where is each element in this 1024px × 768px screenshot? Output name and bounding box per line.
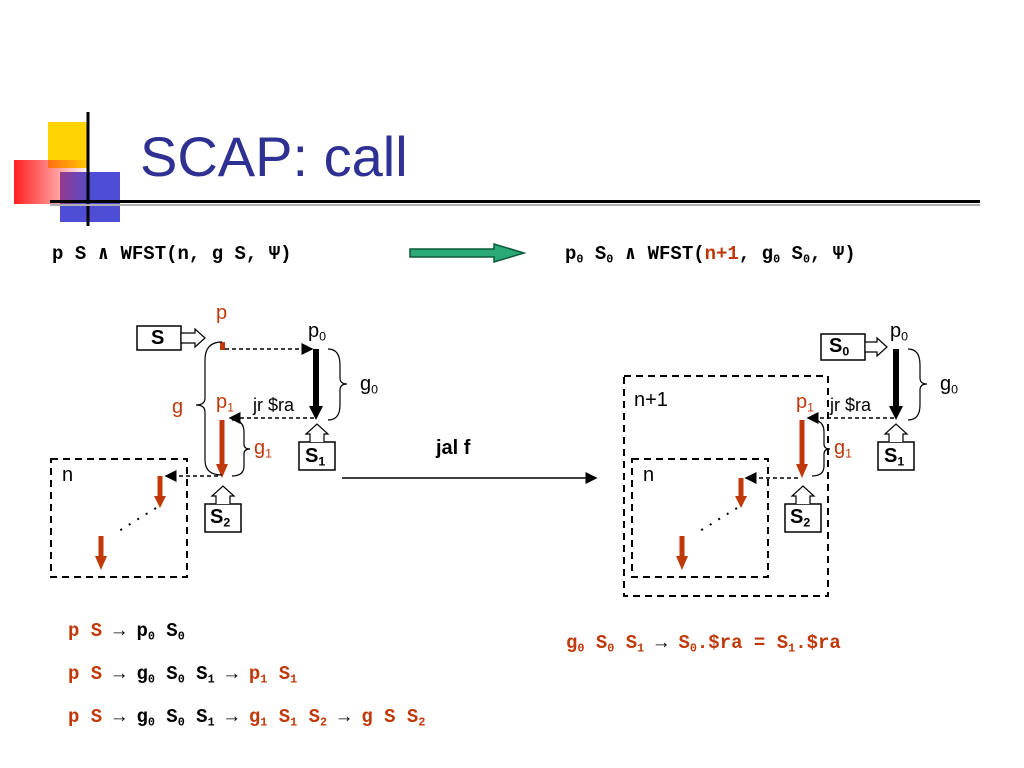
- left-inner-arrowhead1: [154, 496, 166, 508]
- right-S2-pointer: [790, 485, 816, 504]
- left-S-pointer: [180, 327, 206, 349]
- right-S0-pointer: [864, 336, 888, 358]
- right-S1-label: S1: [884, 445, 905, 469]
- right-n-frame: [631, 458, 769, 578]
- left-S-box: [136, 325, 182, 351]
- left-g0-brace: [327, 348, 348, 421]
- right-n1-frame: [623, 375, 829, 597]
- left-p0-arrowhead: [309, 406, 323, 420]
- right-p0-label: p0: [890, 320, 909, 344]
- left-n-frame: [50, 458, 188, 578]
- right-g0-label: g0: [940, 373, 959, 397]
- jal-label: jal f: [436, 437, 471, 459]
- left-p0-label: p0: [308, 320, 327, 344]
- right-S0-label: S0: [829, 335, 850, 359]
- right-S0-box: [820, 333, 866, 361]
- formula-wfst: WFST(n+1, g0 S0, Ψ): [647, 243, 856, 267]
- left-S2-pointer: [210, 485, 236, 504]
- formula-wfst: WFST(n, g S, Ψ): [120, 243, 292, 265]
- bottom-line-3: p S → g0 S0 S1 → g1 S1 S2 → g S S2: [68, 706, 426, 730]
- right-g1-label: g1: [834, 437, 853, 461]
- left-S2-label: S2: [210, 506, 231, 530]
- left-p-mark: [220, 342, 225, 350]
- left-inner-arrowhead2: [95, 556, 107, 570]
- left-g1-label: g1: [254, 437, 273, 461]
- right-p1-label: p1: [796, 391, 815, 415]
- left-p1-label: p1: [216, 391, 235, 415]
- left-S1-pointer: [304, 423, 330, 442]
- implies-arrow-icon: [409, 242, 527, 264]
- right-diagram: [623, 333, 928, 597]
- top-formula-right: p0 S0 ∧ WFST(n+1, g0 S0, Ψ): [565, 242, 856, 265]
- bottom-right-formula: g0 S0 S1 → S0.$ra = S1.$ra: [566, 632, 841, 656]
- left-jr-label: jr $ra: [253, 395, 295, 415]
- formula-p0: p0: [565, 243, 584, 267]
- left-dots: [113, 507, 157, 535]
- top-formula-left: p S ∧ WFST(n, g S, Ψ): [52, 242, 292, 265]
- right-jr-label: jr $ra: [830, 395, 872, 415]
- left-n-label: n: [62, 464, 74, 486]
- right-p0-arrowhead: [889, 406, 903, 420]
- bottom-line-1: p S → p0 S0: [68, 620, 185, 644]
- right-S2-box: [784, 503, 822, 533]
- title-underline-shadow: [50, 204, 980, 206]
- left-g1-brace: [231, 419, 251, 477]
- right-n1-label: n+1: [634, 389, 668, 411]
- left-p1-arrowhead: [216, 464, 228, 478]
- title-underline: [50, 200, 980, 203]
- left-S1-label: S1: [305, 445, 326, 469]
- left-g0-label: g0: [360, 373, 379, 397]
- left-diagram: [50, 325, 348, 578]
- right-n-label: n: [643, 464, 655, 486]
- formula-S: S: [74, 243, 87, 265]
- left-S-label: S: [151, 327, 165, 349]
- right-inner-arrowhead1: [735, 496, 747, 508]
- right-g1-brace: [811, 419, 831, 477]
- formula-and: ∧: [624, 243, 637, 265]
- right-S2-label: S2: [790, 506, 811, 530]
- right-g0-brace: [907, 348, 928, 421]
- left-p-label: p: [216, 302, 228, 324]
- formula-S0: S0: [594, 243, 614, 267]
- left-g-label: g: [172, 396, 184, 418]
- left-g-brace: [195, 341, 223, 476]
- formula-p: p: [52, 243, 64, 265]
- formula-and: ∧: [97, 243, 110, 265]
- logo-decoration: [0, 100, 140, 230]
- right-S1-box: [877, 441, 915, 471]
- right-inner-arrowhead2: [676, 556, 688, 570]
- left-S1-box: [298, 441, 336, 471]
- right-dots: [694, 507, 738, 535]
- right-p1-arrowhead: [796, 464, 808, 478]
- bottom-line-2: p S → g0 S0 S1 → p1 S1: [68, 663, 298, 687]
- right-S1-pointer: [883, 423, 909, 442]
- page-title: SCAP: call: [140, 125, 408, 188]
- logo-squares-icon: [14, 112, 120, 226]
